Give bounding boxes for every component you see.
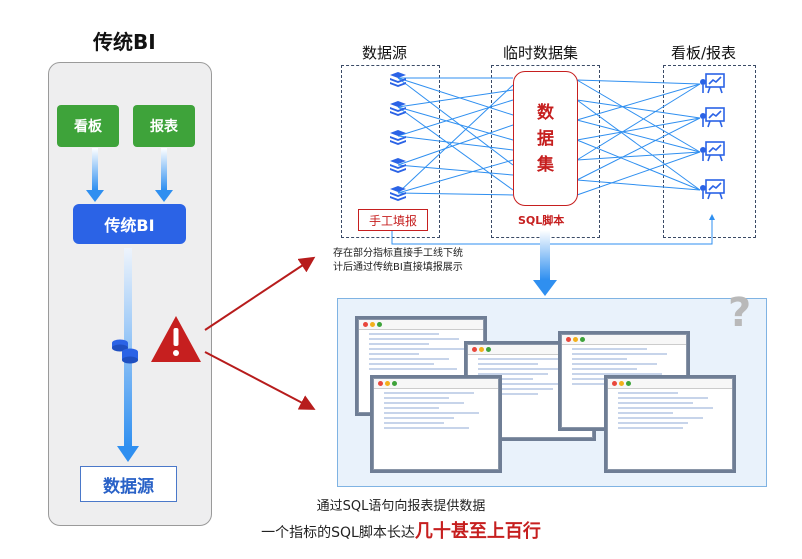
- caption-highlight: 几十甚至上百行: [414, 521, 541, 542]
- caption-line-1: 通过SQL语句向报表提供数据: [316, 499, 486, 514]
- board-icons: [699, 73, 725, 200]
- report-to-bi-arrow: [155, 148, 173, 202]
- datasource-to-dataset-lines: [397, 77, 514, 196]
- header-temp-dataset: 临时数据集: [503, 44, 579, 62]
- note-line-2: 计后通过传统BI直接填报展示: [333, 262, 463, 273]
- red-arrow-to-screens: [204, 351, 316, 410]
- database-icon: [112, 339, 138, 364]
- kanban-box: 看板: [57, 105, 119, 147]
- header-datasource: 数据源: [362, 44, 408, 62]
- manual-note: 存在部分指标直接手工线下统 计后通过传统BI直接填报展示: [333, 247, 463, 275]
- kanban-to-bi-arrow: [86, 148, 104, 202]
- source-db-icons: [390, 72, 406, 201]
- dataset-char-3: 集: [537, 154, 554, 175]
- note-line-1: 存在部分指标直接手工线下统: [333, 248, 463, 259]
- dataset-char-1: 数: [537, 102, 554, 123]
- dataset-char-2: 据: [537, 128, 554, 149]
- report-box: 报表: [133, 105, 195, 147]
- temp-dataset-box: 数 据 集: [513, 71, 578, 206]
- question-mark-icon: ?: [728, 290, 752, 336]
- header-kanban-report: 看板/报表: [671, 44, 737, 62]
- red-arrow-to-note: [204, 256, 316, 331]
- caption-line-2: 一个指标的SQL脚本长达几十甚至上百行: [0, 517, 802, 543]
- code-window-5: [607, 378, 733, 470]
- left-title: 传统BI: [93, 30, 156, 54]
- sql-to-screens-arrow: [533, 230, 557, 296]
- warning-icon: [151, 316, 201, 362]
- manual-entry-route: [391, 214, 715, 245]
- dataset-to-kanban-lines: [576, 79, 701, 196]
- code-window-4: [373, 378, 499, 470]
- datasource-group: [341, 65, 440, 238]
- left-datasource-box: 数据源: [80, 466, 177, 502]
- caption-line-2-prefix: 一个指标的SQL脚本长达: [261, 525, 415, 541]
- kanban-report-group: [663, 65, 756, 238]
- manual-entry-box: 手工填报: [358, 209, 428, 231]
- traditional-bi-box: 传统BI: [73, 204, 186, 244]
- sql-script-label: SQL脚本: [518, 214, 565, 227]
